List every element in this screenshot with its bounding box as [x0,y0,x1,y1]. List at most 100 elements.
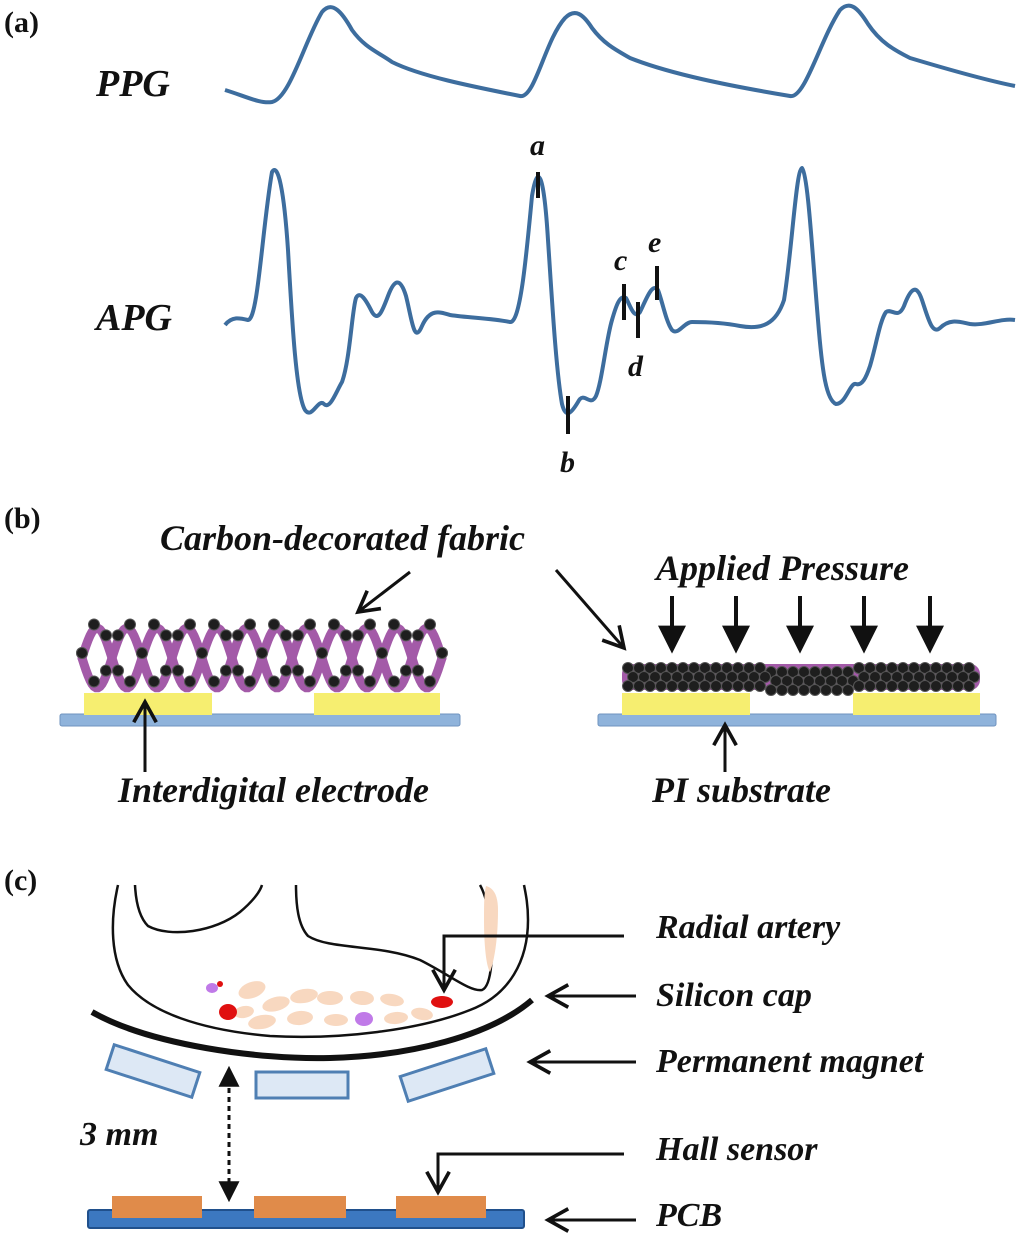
carbon-particle [148,618,160,631]
carbon-particle [776,684,788,696]
carbon-particle [688,680,700,692]
carbon-particle [897,680,909,692]
tendon [234,1005,254,1019]
hall-sensor-2 [254,1196,346,1218]
carbon-particle [875,680,887,692]
carbon-particle [968,671,980,683]
point-a-label: a [530,129,545,162]
carbon-particle [842,684,854,696]
carbon-particle [112,664,124,677]
carbon-particle [340,629,352,642]
carbon-particle [388,618,400,631]
carbon-particle [208,618,220,631]
fabric-label: Carbon-decorated fabric [160,518,525,558]
carbon-particle [412,664,424,677]
hall-sensor-3 [396,1196,486,1218]
panel-a: (a) PPG APG a b c d e [4,3,1016,479]
carbon-particle [376,647,388,659]
carbon-particle [256,647,268,659]
carbon-particle [172,664,184,677]
electrode-right-1 [622,693,750,715]
wrist-outline [111,884,530,1039]
carbon-particle [765,684,777,696]
carbon-particle [196,647,208,659]
carbon-particle [172,629,184,642]
electrode-right-2 [853,693,980,715]
carbon-particle [633,680,645,692]
carbon-particle [280,664,292,677]
carbon-particle [787,684,799,696]
carbon-particle [184,618,196,631]
magnet-label: Permanent magnet [655,1043,925,1080]
carbon-particle [699,680,711,692]
electrode-left-2 [314,693,440,715]
electrode-label: Interdigital electrode [117,770,429,810]
carbon-particle [340,664,352,677]
carbon-particle [400,664,412,677]
tendon [324,1014,348,1026]
magnet-center [254,1070,350,1100]
carbon-particle [208,675,220,688]
carbon-particle [124,618,136,631]
panel-b-tag: (b) [4,502,41,535]
ppg-label: PPG [95,63,170,105]
tissue-strand [484,886,498,972]
pressure-label: Applied Pressure [654,548,909,588]
ppg-waveform [224,3,1016,105]
carbon-particle [328,618,340,631]
carbon-particle [436,647,448,659]
carbon-particle [268,675,280,688]
carbon-particle [842,666,854,678]
electrode-left-1 [84,693,212,715]
carbon-particle [963,680,975,692]
carbon-particle [100,629,112,642]
artery-label: Radial artery [655,909,841,946]
carbon-particle [963,662,975,674]
carbon-particle [112,629,124,642]
carbon-particle [220,629,232,642]
substrate-label: PI substrate [651,770,831,810]
carbon-particle [232,664,244,677]
tendon [287,1010,313,1026]
carbon-particle [88,675,100,688]
carbon-particle [754,662,766,674]
tendon [380,993,404,1007]
carbon-particle [798,684,810,696]
point-c-label: c [614,244,627,277]
carbon-particle [400,629,412,642]
carbon-particle [853,680,865,692]
carbon-particle [88,618,100,631]
silicon-cap [90,997,534,1062]
tendon [290,988,318,1004]
carbon-particle [328,675,340,688]
tendon [317,991,343,1005]
vessel-small [217,981,223,987]
carbon-particle [732,680,744,692]
tendon [411,1007,433,1021]
carbon-particle [388,675,400,688]
cap-label: Silicon cap [656,977,812,1014]
nerve-left [206,983,218,993]
carbon-particle [759,671,771,683]
magnet-left [104,1042,202,1100]
carbon-particle [304,618,316,631]
pressure-arrows [658,596,944,654]
carbon-particle [412,629,424,642]
apg-waveform [223,166,1016,416]
carbon-particle [316,647,328,659]
hall-leader [425,1152,624,1196]
carbon-particle [809,684,821,696]
carbon-particle [820,684,832,696]
tendon [262,996,290,1012]
carbon-particle [754,680,766,692]
carbon-particle [710,680,722,692]
bone-left [133,884,264,934]
carbon-particle [160,664,172,677]
carbon-particle [76,647,88,659]
artery-leader [431,934,624,994]
carbon-particle [220,664,232,677]
hall-label: Hall sensor [655,1131,818,1168]
pcb-label: PCB [655,1197,722,1234]
radial-artery [431,996,453,1008]
